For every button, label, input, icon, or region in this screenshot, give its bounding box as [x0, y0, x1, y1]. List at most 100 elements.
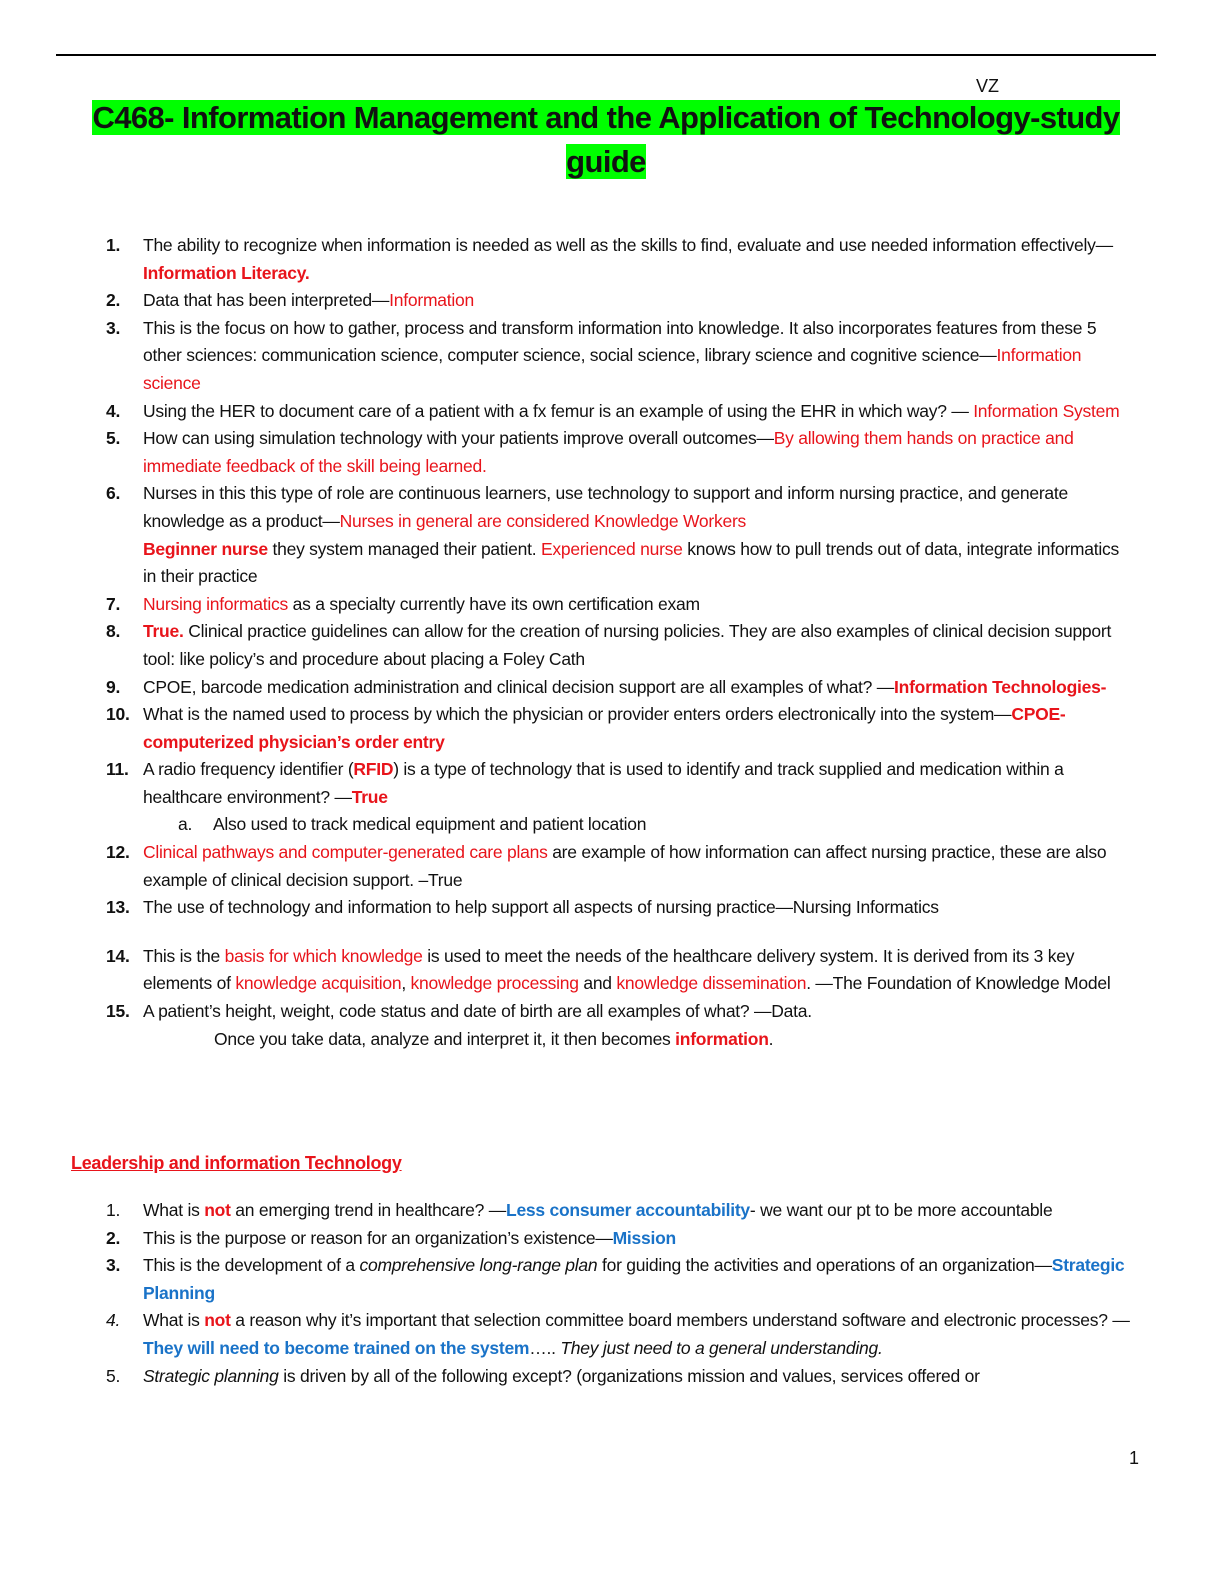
question-text: What is: [143, 1200, 205, 1220]
answer-text: Mission: [612, 1227, 677, 1248]
answer-text: By allowing them hands on practice and i…: [143, 428, 1074, 476]
list-item: 1.The ability to recognize when informat…: [106, 232, 1136, 287]
leadership-questions-list: 1. What is not an emerging trend in healt…: [106, 1197, 1136, 1390]
item-number: 6.: [106, 483, 121, 504]
question-text: a reason why it’s important that selecti…: [230, 1310, 1130, 1331]
item-number: 1.: [106, 1200, 121, 1220]
list-item: 4.What is not a reason why it’s importan…: [106, 1307, 1136, 1362]
list-item: 13. The use of technology and information…: [106, 894, 1136, 922]
item-number: 13.: [106, 897, 130, 918]
list-item: 3. This is the focus on how to gather, pr…: [106, 315, 1136, 398]
answer-text: They just need to a general understandin…: [560, 1337, 883, 1358]
sub-item: a. Also used to track medical equipment a…: [106, 811, 1136, 839]
question-text: an emerging trend in healthcare? —: [230, 1200, 506, 1220]
question-text: ,: [401, 973, 411, 994]
list-item: 7. Nursing informatics as a specialty cur…: [106, 591, 1136, 619]
answer-text: Less consumer accountability: [506, 1200, 750, 1220]
item-number: 8.: [106, 621, 121, 642]
list-item: 10. What is the named used to process by …: [106, 701, 1136, 756]
question-text: are example of how information can affec…: [143, 842, 1107, 890]
answer-text: Strategic Planning: [143, 1255, 1125, 1303]
question-text: The use of technology and information to…: [143, 897, 939, 918]
header-rule: [56, 54, 1156, 56]
answer-text: Information Technologies-: [894, 676, 1107, 697]
answer-text: knowledge acquisition: [235, 973, 402, 994]
answer-text: Information science: [143, 345, 1082, 393]
list-item: 2. This is the purpose or reason for an o…: [106, 1225, 1136, 1253]
question-text: Nurses in this this type of role are con…: [143, 483, 1068, 531]
question-text: they system managed their patient.: [267, 538, 541, 559]
title-highlight: C468- Information Management and the App…: [92, 100, 1120, 179]
study-questions-list: 1.The ability to recognize when informat…: [106, 232, 1136, 1053]
item-number: 9.: [106, 676, 121, 697]
answer-text: True: [351, 786, 388, 807]
sub-item-letter: a.: [178, 814, 193, 835]
answer-text: Nursing informatics: [143, 593, 289, 614]
item-number: 5.: [106, 1365, 121, 1386]
answer-text: Information Literacy.: [143, 262, 310, 283]
question-text: This is the development of a: [143, 1255, 360, 1276]
list-item: 9. CPOE, barcode medication administratio…: [106, 674, 1136, 702]
question-text: Clinical practice guidelines can allow f…: [143, 621, 1112, 669]
list-item: 14. This is the basis for which knowledge…: [106, 943, 1136, 998]
item-number: 3.: [106, 317, 121, 338]
question-text: This is the: [143, 945, 225, 966]
author-initials: VZ: [976, 76, 1000, 96]
item-number: 7.: [106, 593, 121, 614]
question-text: and: [578, 973, 617, 994]
sub-item-text: Also used to track medical equipment and…: [213, 814, 647, 835]
answer-text: Beginner nurse: [143, 538, 268, 559]
question-text: for guiding the activities and operation…: [597, 1255, 1052, 1276]
list-item: 3.This is the development of a comprehen…: [106, 1252, 1136, 1307]
question-text: ) is a type of technology that is used t…: [143, 759, 1064, 807]
list-item: 2. Data that has been interpreted—Informa…: [106, 287, 1136, 315]
answer-text: They will need to become trained on the …: [143, 1337, 530, 1358]
question-text: as a specialty currently have its own ce…: [288, 593, 700, 614]
question-text: - we want our pt to be more accountable: [749, 1200, 1053, 1220]
answer-text: Nurses in general are considered Knowled…: [339, 510, 747, 531]
item-number: 2.: [106, 290, 121, 311]
answer-text: knowledge dissemination: [616, 973, 807, 994]
list-item: 4.Using the HER to document care of a pa…: [106, 398, 1136, 426]
answer-text: not: [204, 1200, 231, 1220]
document-title: C468- Information Management and the App…: [58, 96, 1154, 184]
answer-text: True.: [143, 621, 184, 642]
answer-text: basis for which knowledge: [224, 945, 423, 966]
answer-text: Experienced nurse: [540, 538, 683, 559]
answer-text: Information: [389, 290, 474, 311]
answer-text: not: [204, 1310, 231, 1331]
answer-text: CPOE- computerized physician’s order ent…: [143, 704, 1066, 752]
item-number: 1.: [106, 235, 121, 255]
question-text: .: [768, 1028, 774, 1049]
answer-text: RFID: [353, 759, 394, 780]
item-number: 4.: [106, 400, 121, 421]
item-number: 14.: [106, 945, 130, 966]
question-text: is used to meet the needs of the healthc…: [143, 945, 1075, 994]
answer-text: knowledge processing: [410, 973, 579, 994]
list-item: 5.Strategic planning is driven by all of…: [106, 1363, 1136, 1391]
item-number: 5.: [106, 428, 121, 449]
question-text: …..: [529, 1337, 561, 1358]
list-item: 6. Nurses in this this type of role are c…: [106, 480, 1136, 590]
question-text: Once you take data, analyze and interpre…: [214, 1028, 676, 1049]
page-number: 1: [1129, 1448, 1140, 1468]
question-text: This is the purpose or reason for an org…: [143, 1227, 613, 1248]
answer-text: comprehensive long-range plan: [359, 1255, 598, 1276]
question-text: What is the named used to process by whi…: [143, 704, 1012, 725]
list-item: 15.A patient’s height, weight, code stat…: [106, 998, 1136, 1026]
question-text: A radio frequency identifier (: [143, 759, 354, 780]
item-number: 10.: [106, 704, 130, 725]
item-number: 12.: [106, 842, 130, 863]
answer-text: information: [675, 1028, 769, 1049]
item-number: 4.: [106, 1310, 121, 1331]
question-text: This is the focus on how to gather, proc…: [143, 317, 1097, 366]
question-text: CPOE, barcode medication administration …: [143, 676, 895, 697]
answer-text: Strategic planning: [143, 1365, 279, 1386]
question-text: knows how to pull trends out of data, in…: [143, 538, 1119, 587]
item-number: 2.: [106, 1227, 121, 1248]
question-text: A patient’s height, weight, code status …: [143, 1001, 812, 1022]
item-number: 11.: [106, 759, 129, 780]
item-note: Once you take data, analyze and interpre…: [106, 1026, 1136, 1054]
answer-text: Clinical pathways and computer-generated…: [143, 842, 548, 863]
question-text: Data that has been interpreted—: [143, 290, 390, 311]
